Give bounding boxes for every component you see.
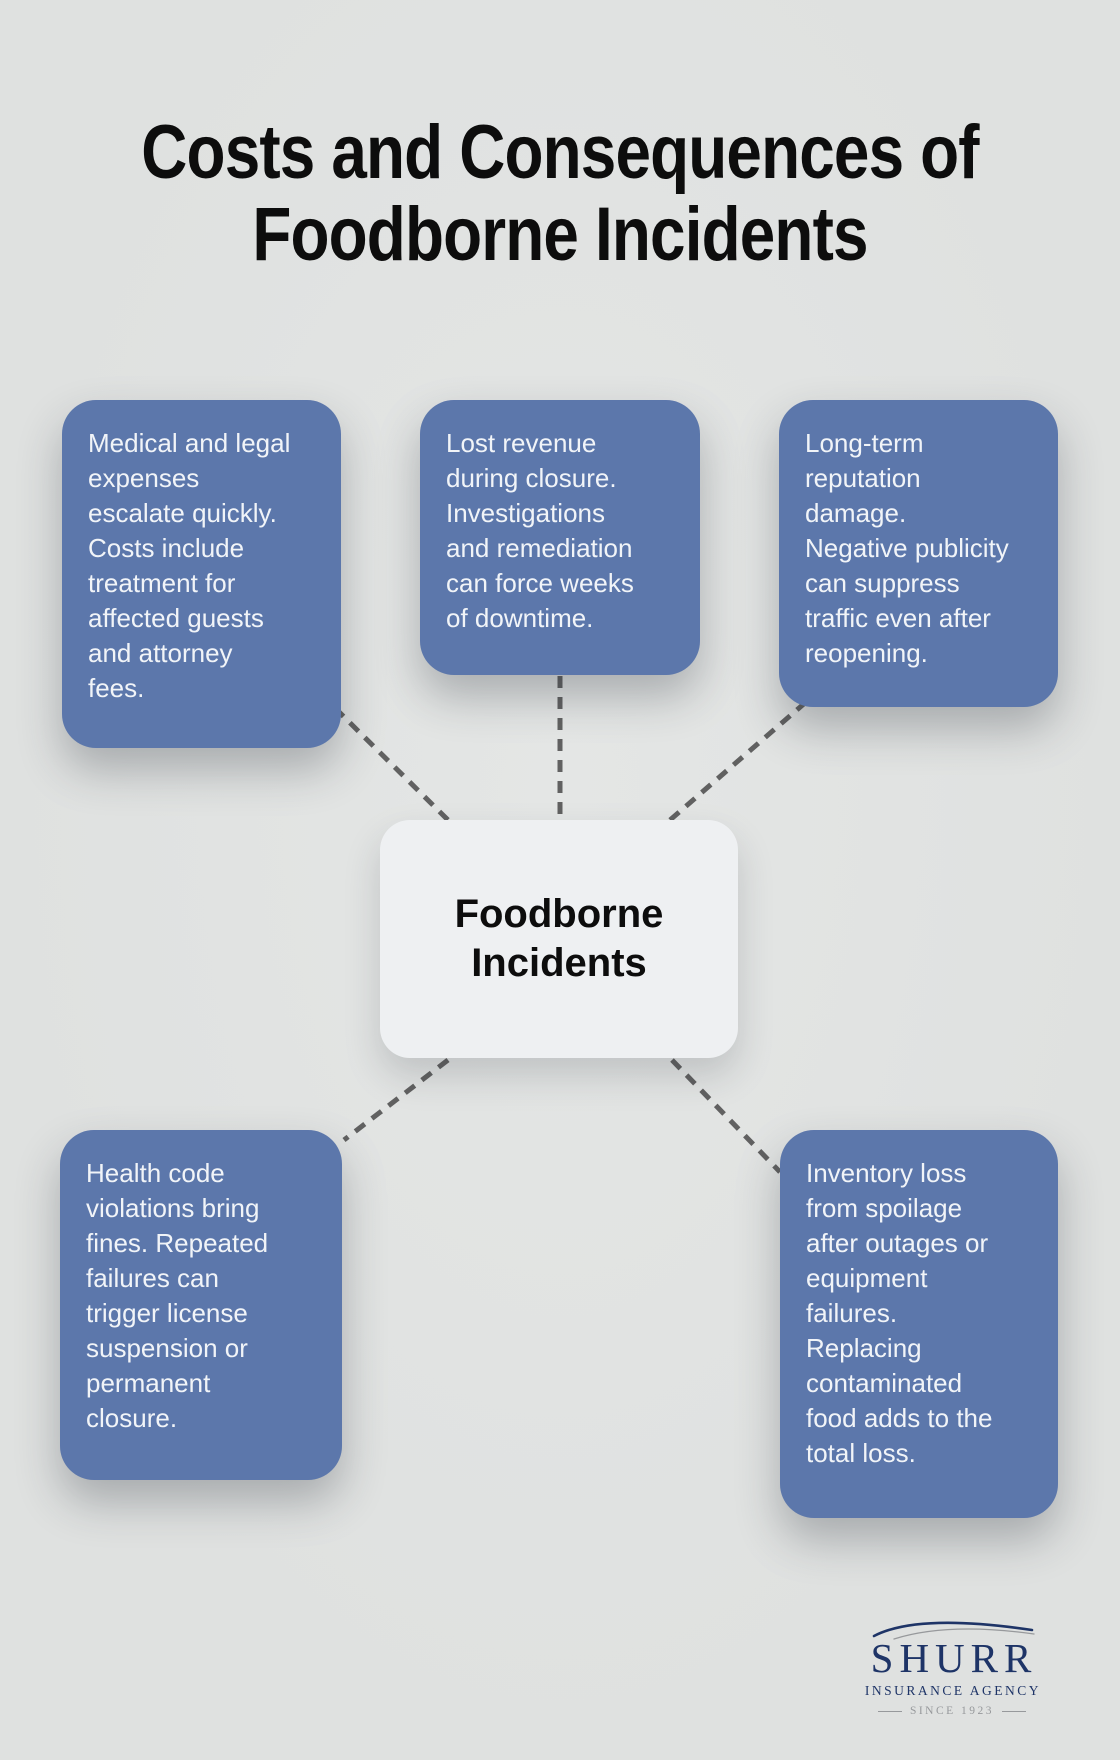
node-health-code-violations: Health code violations bring fines. Repe…	[60, 1130, 342, 1480]
center-node-label: Foodborne Incidents	[454, 892, 664, 985]
connector-bottom-left	[342, 1058, 450, 1142]
logo-name: SHURR	[870, 1635, 1038, 1681]
shurr-logo: SHURR INSURANCE AGENCY SINCE 1923	[860, 1608, 1044, 1718]
logo-tagline-row: SINCE 1923	[860, 1705, 1044, 1718]
node-inventory-loss: Inventory loss from spoilage after outag…	[780, 1130, 1058, 1518]
node-reputation-damage: Long-term reputation damage. Negative pu…	[779, 400, 1058, 707]
logo-tagline-rule-left	[877, 1711, 902, 1712]
logo-swoosh-icon	[872, 1621, 1035, 1640]
logo-tagline: SINCE 1923	[909, 1705, 995, 1717]
logo-tagline-rule-right	[1002, 1711, 1027, 1712]
node-lost-revenue: Lost revenue during closure. Investigati…	[420, 400, 700, 675]
page-title: Costs and Consequences of Foodborne Inci…	[141, 110, 979, 277]
connector-top-left	[333, 706, 452, 824]
connector-top-right	[668, 700, 808, 822]
center-node-foodborne-incidents: Foodborne Incidents	[380, 820, 738, 1058]
connector-bottom-right	[670, 1058, 782, 1174]
node-medical-legal-expenses: Medical and legal expenses escalate quic…	[62, 400, 341, 748]
logo-subtitle: INSURANCE AGENCY	[864, 1683, 1042, 1698]
